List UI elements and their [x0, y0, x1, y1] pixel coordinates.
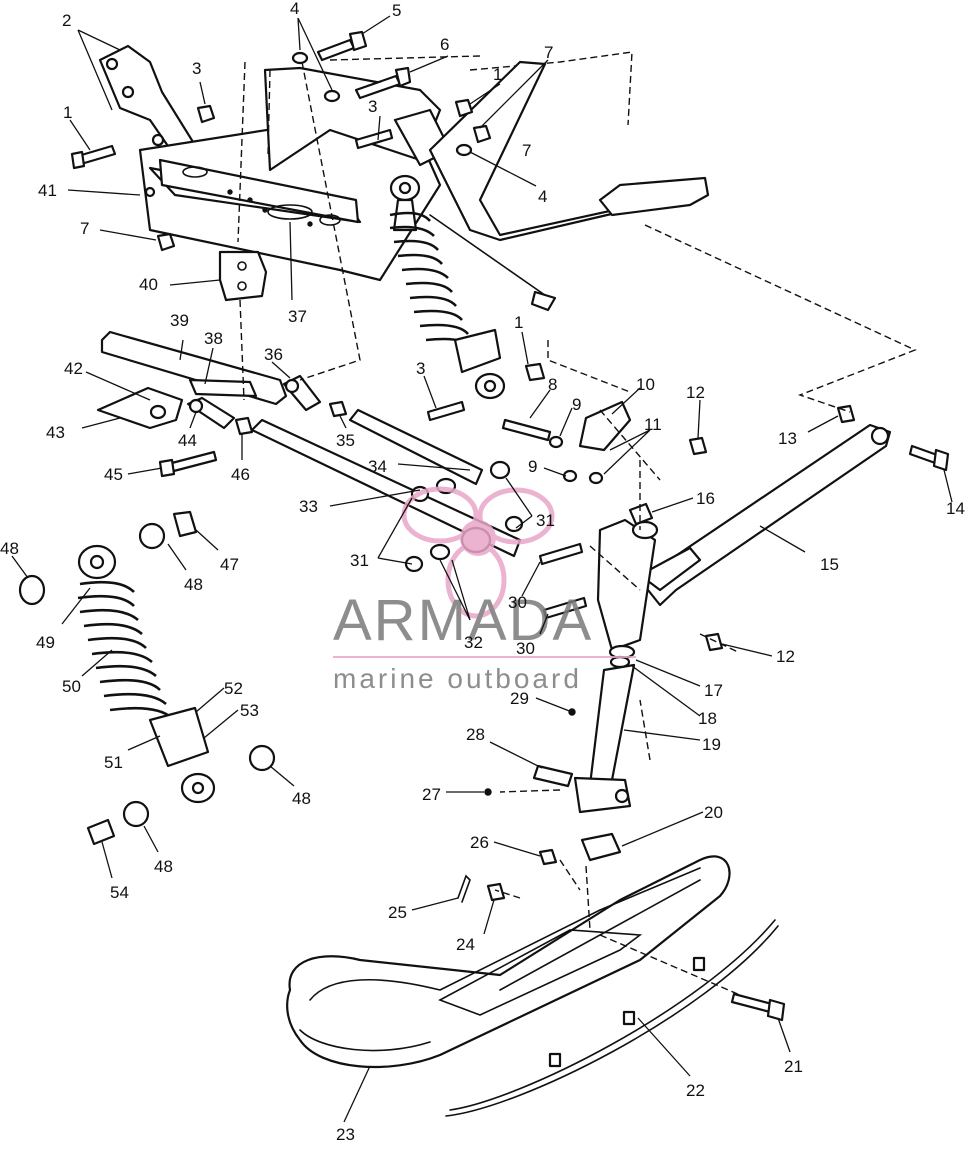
callout-label: 11 [644, 415, 662, 434]
callout-label: 12 [686, 383, 705, 402]
callout-label: 40 [139, 275, 158, 294]
hardware-fasteners-upper [70, 30, 492, 302]
callout-label: 19 [702, 735, 721, 754]
callout-label: 37 [288, 307, 307, 326]
callout-label: 9 [528, 457, 537, 476]
callout-label: 1 [493, 65, 502, 84]
callout-label: 13 [778, 429, 797, 448]
chassis-frame [98, 44, 710, 282]
front-shock-lower [18, 510, 276, 846]
callout-label: 8 [548, 375, 557, 394]
callout-label: 48 [184, 575, 203, 594]
callout-label: 6 [440, 35, 449, 54]
callout-label: 25 [388, 903, 407, 922]
callout-label: 39 [170, 311, 189, 330]
callout-label: 38 [204, 329, 223, 348]
propeller-logo [401, 486, 555, 619]
callout-label: 31 [350, 551, 369, 570]
callout-label: 47 [220, 555, 239, 574]
callout-label: 15 [820, 555, 839, 574]
callout-label: 4 [290, 0, 299, 18]
callout-label: 35 [336, 431, 355, 450]
callout-label: 16 [696, 489, 715, 508]
callout-label: 1 [514, 313, 523, 332]
callout-label: 24 [456, 935, 475, 954]
trailing-arm [426, 362, 950, 814]
front-shock-upper [389, 174, 557, 400]
callout-leaders [11, 15, 953, 1123]
callout-label: 7 [80, 219, 89, 238]
callout-label: 41 [38, 181, 57, 200]
callout-label: 5 [392, 1, 401, 20]
callout-label: 36 [264, 345, 283, 364]
callout-label: 30 [516, 639, 535, 658]
callout-label: 23 [336, 1125, 355, 1144]
callout-label: 3 [416, 359, 425, 378]
callout-label: 43 [46, 423, 65, 442]
callout-label: 50 [62, 677, 81, 696]
callout-label: 48 [0, 539, 19, 558]
callout-label: 4 [538, 187, 547, 206]
callout-label: 42 [64, 359, 83, 378]
callout-label: 26 [470, 833, 489, 852]
callout-label: 9 [572, 395, 581, 414]
brand-watermark: ARMADA marine outboard [333, 486, 636, 694]
callout-label: 17 [704, 681, 723, 700]
callout-label: 12 [776, 647, 795, 666]
callout-label: 33 [299, 497, 318, 516]
callout-label: 27 [422, 785, 441, 804]
watermark-brand: ARMADA [333, 588, 593, 653]
callout-label: 7 [544, 43, 553, 62]
callout-label: 30 [508, 593, 527, 612]
callout-label: 2 [62, 11, 71, 30]
callout-label: 46 [231, 465, 250, 484]
callout-label: 51 [104, 753, 123, 772]
callout-label: 3 [192, 59, 201, 78]
callout-label: 44 [178, 431, 197, 450]
callout-label: 48 [292, 789, 311, 808]
callout-label: 52 [224, 679, 243, 698]
callout-label: 34 [368, 457, 387, 476]
callout-label: 21 [784, 1057, 803, 1076]
radius-rods [96, 330, 588, 620]
callout-label: 18 [698, 709, 717, 728]
watermark-tagline: marine outboard [333, 663, 582, 694]
callout-label: 32 [464, 633, 483, 652]
callout-label: 54 [110, 883, 129, 902]
callout-label: 48 [154, 857, 173, 876]
assembly-guide-lines [237, 61, 917, 996]
callout-label: 53 [240, 701, 259, 720]
callout-label: 10 [636, 375, 655, 394]
callout-label: 7 [522, 141, 531, 160]
callout-label: 29 [510, 689, 529, 708]
callout-label: 28 [466, 725, 485, 744]
callout-label: 3 [368, 97, 377, 116]
callout-label: 1 [63, 103, 72, 122]
ski-assembly [286, 708, 786, 1117]
callout-label: 31 [536, 511, 555, 530]
callout-label: 45 [104, 465, 123, 484]
callout-label: 14 [946, 499, 965, 518]
callout-label: 20 [704, 803, 723, 822]
callout-label: 49 [36, 633, 55, 652]
callout-label: 22 [686, 1081, 705, 1100]
